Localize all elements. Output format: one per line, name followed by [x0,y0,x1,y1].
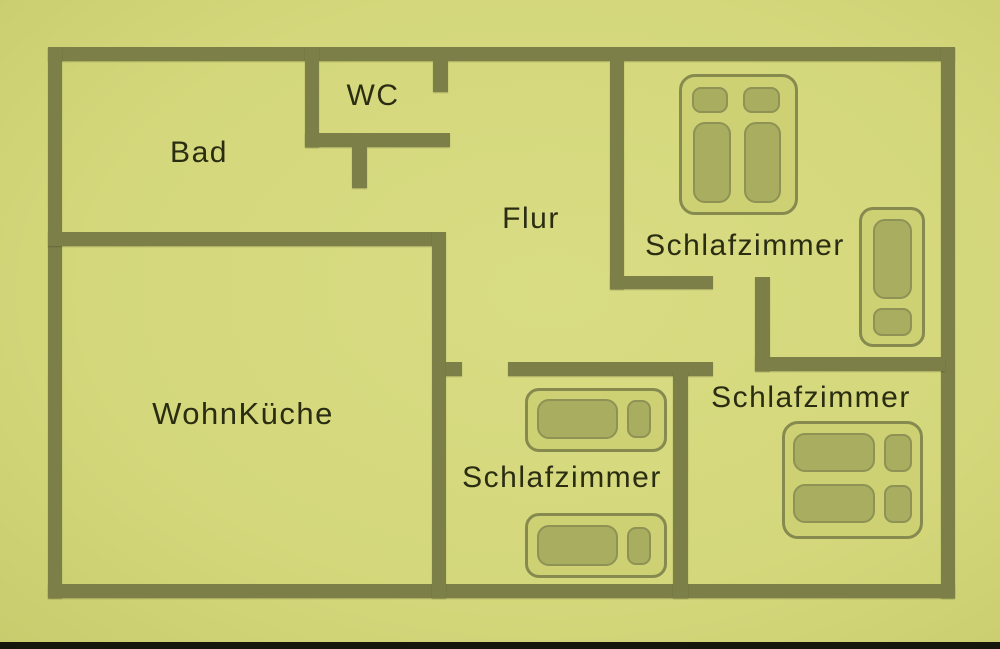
wall-wohnkueche-top [48,232,438,246]
wall-wc-bottom [305,133,450,147]
mattress-icon [793,484,875,523]
wall-top-bedroom-left [610,61,624,289]
single-bed-icon [525,513,667,578]
outer-wall-left [48,47,62,598]
room-label-schlafzimmer-bottom-middle: Schlafzimmer [462,461,662,494]
outer-wall-bottom [48,584,955,598]
wall-bad-door-jamb [352,147,367,188]
pillow-icon [743,87,780,113]
wall-wohnkueche-right [432,232,446,598]
double-bed-icon [679,74,798,215]
mattress-icon [693,122,731,203]
room-label-wohnkueche: WohnKüche [152,396,334,431]
pillow-icon [627,400,651,438]
mattress-icon [744,122,781,203]
wall-middle-bedroom-right [673,370,688,598]
wall-wohnkueche-door-stub [446,362,462,376]
mattress-icon [793,433,875,472]
room-label-bad: Bad [170,136,228,169]
wall-middle-bedroom-top [508,362,713,376]
double-bed-icon [782,421,923,539]
cot-bed-icon [859,207,925,347]
single-bed-icon [525,388,667,452]
pillow-icon [873,308,912,336]
pillow-icon [627,527,651,565]
outer-wall-top [48,47,955,61]
room-label-schlafzimmer-top-right: Schlafzimmer [645,229,845,262]
room-label-schlafzimmer-bottom-right: Schlafzimmer [711,381,911,414]
wall-wc-right-upper [433,61,448,92]
room-label-flur: Flur [502,202,560,235]
wall-right-bedroom-jamb [755,277,770,371]
outer-wall-right [941,47,955,598]
wall-bad-wc-divider [305,47,319,147]
pillow-icon [884,434,912,472]
pillow-icon [884,485,912,523]
mattress-icon [537,525,618,566]
mattress-icon [873,219,912,299]
wall-top-bedroom-bottom [610,276,713,289]
mattress-icon [537,399,618,439]
photo-bottom-edge [0,642,1000,649]
pillow-icon [692,87,728,113]
room-label-wc: WC [346,79,400,112]
wall-right-bedroom-top [755,357,945,371]
